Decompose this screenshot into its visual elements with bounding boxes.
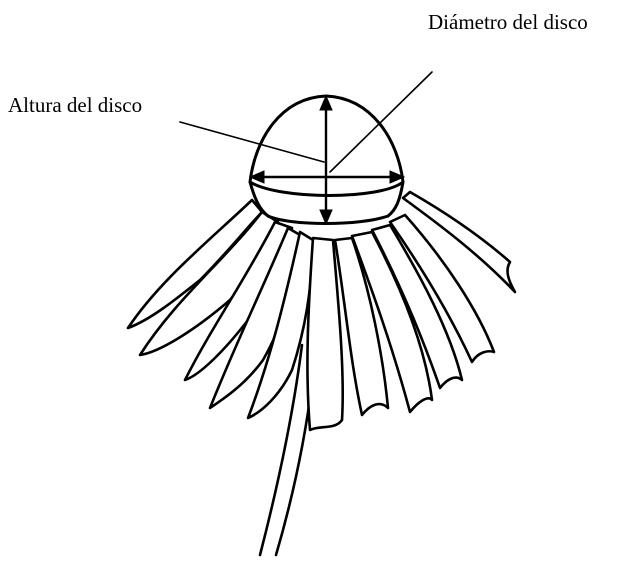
petals [128,192,515,430]
height-label: Altura del disco [8,93,142,118]
petal-center [307,238,342,430]
diameter-label: Diámetro del disco [428,10,588,35]
